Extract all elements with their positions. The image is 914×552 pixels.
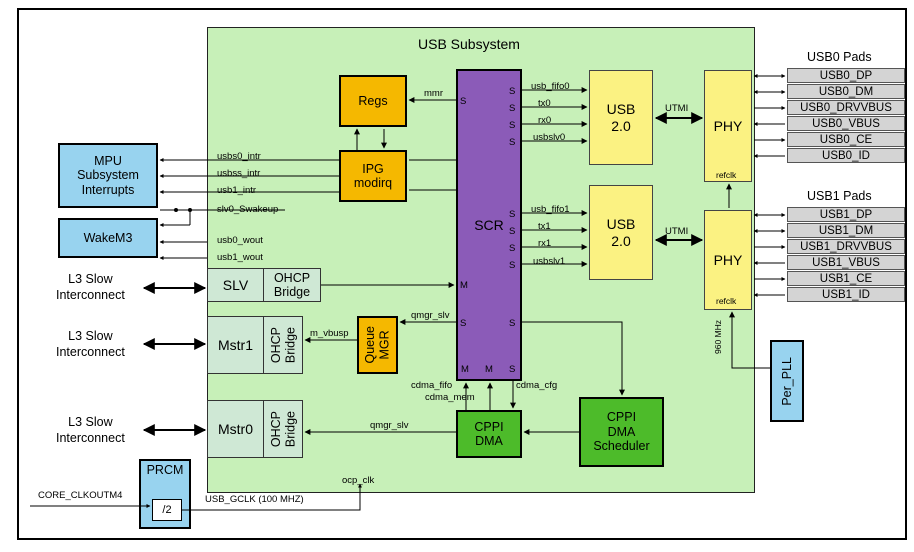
sig-tx0: tx0 [538,98,551,109]
ipg-line-2: modirq [353,176,393,190]
pad-usb0-id: USB0_ID [787,148,905,163]
usb1-pads-title: USB1 Pads [807,189,872,203]
port-m-slv: M [460,280,468,291]
sig-rx1: rx1 [538,238,552,249]
sig-usb1-intr: usb1_intr [217,185,257,196]
sig-qmgr-slv-top: qmgr_slv [411,310,450,321]
pad-usb1-dm: USB1_DM [787,223,905,238]
sig-usb-gclk: USB_GCLK (100 MHZ) [205,494,304,505]
pad-usb0-vbus: USB0_VBUS [787,116,905,131]
sig-tx1: tx1 [538,221,551,232]
phy0-block: PHY [704,70,752,182]
pad-usb1-drvvbus: USB1_DRVVBUS [787,239,905,254]
sig-usb-fifo0: usb_fifo0 [531,81,570,92]
pad-usb0-drvvbus: USB0_DRVVBUS [787,100,905,115]
scr-block: SCR [456,69,522,381]
sig-cdma-mem: cdma_mem [425,392,475,403]
pad-usb1-id: USB1_ID [787,287,905,302]
port-s-out-0: S [509,86,516,97]
port-s-cfg: S [509,364,516,375]
refclk1-label: refclk [716,296,737,306]
ipg-modirq-block: IPG modirq [339,150,407,202]
wakem3-block: WakeM3 [58,218,158,258]
sig-core-clkoutm4: CORE_CLKOUTM4 [38,490,123,501]
ipg-line-1: IPG [362,161,384,176]
sig-utmi1: UTMI [665,226,689,237]
pad-usb0-dm: USB0_DM [787,84,905,99]
port-s-out-6: S [509,243,516,254]
pad-usb1-ce: USB1_CE [787,271,905,286]
mstr0-block: Mstr0 [207,400,264,458]
port-s-out-7: S [509,260,516,271]
port-s-out-1: S [509,103,516,114]
slv-block: SLV [207,268,264,302]
sig-utmi0: UTMI [665,103,689,114]
sig-usbs0-intr: usbs0_intr [217,151,261,162]
per-pll-block: Per_PLL [770,340,804,422]
phy1-block: PHY [704,210,752,310]
sig-ocp-clk: ocp_clk [342,475,375,486]
pad-usb1-dp: USB1_DP [787,207,905,222]
subsystem-title: USB Subsystem [418,36,520,52]
port-s-out-3: S [509,137,516,148]
diagram-frame [17,8,907,540]
sig-usbslv1: usbslv1 [533,256,566,267]
port-s-qmgr: S [460,318,467,329]
sig-usbss-intr: usbss_intr [217,168,261,179]
sig-mmr: mmr [424,88,443,99]
sig-usb0-wout: usb0_wout [217,235,263,246]
port-s-out-2: S [509,120,516,131]
port-s-cdma: S [509,318,516,329]
sig-rx0: rx0 [538,115,552,126]
port-s-regs: S [460,96,467,107]
refclk0-label: refclk [716,170,737,180]
sig-cdma-fifo: cdma_fifo [411,380,453,391]
sig-m-vbusp: m_vbusp [310,328,349,339]
sig-usb-fifo1: usb_fifo1 [531,204,570,215]
pad-usb0-dp: USB0_DP [787,68,905,83]
sig-cdma-cfg: cdma_cfg [516,380,558,391]
pad-usb1-vbus: USB1_VBUS [787,255,905,270]
sig-usb1-wout: usb1_wout [217,252,263,263]
port-m-mem: M [485,364,493,375]
regs-block: Regs [339,75,407,127]
div2-block: /2 [152,499,182,521]
port-m-fifo: M [461,364,469,375]
port-s-out-5: S [509,226,516,237]
sig-qmgr-slv-bottom: qmgr_slv [370,420,409,431]
usb0-pads-title: USB0 Pads [807,50,872,64]
port-s-out-4: S [509,209,516,220]
pad-usb0-ce: USB0_CE [787,132,905,147]
sig-usbslv0: usbslv0 [533,132,566,143]
